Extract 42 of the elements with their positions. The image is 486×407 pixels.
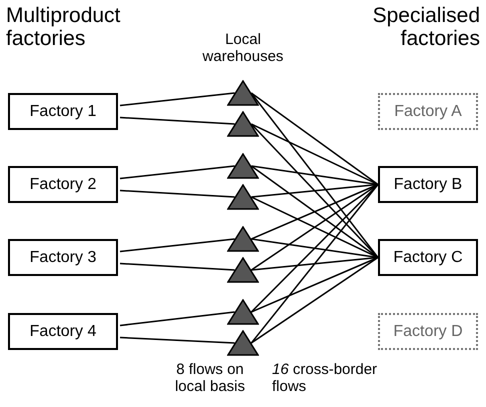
connector-line — [251, 184, 378, 240]
connector-line — [251, 123, 378, 186]
warehouse-triangle — [227, 330, 259, 356]
warehouse-triangle — [227, 153, 259, 179]
warehouse-triangle — [227, 299, 259, 325]
factory-box: Factory C — [378, 239, 478, 276]
warehouse-triangle — [227, 80, 259, 106]
factory-box: Factory B — [378, 166, 478, 203]
connector-line — [120, 116, 235, 125]
factory-box: Factory 3 — [8, 239, 118, 276]
warehouse-triangle — [227, 257, 259, 283]
connector-line — [120, 92, 235, 106]
connector-line — [251, 184, 378, 198]
connector-line — [250, 92, 378, 186]
factory-box: Factory A — [378, 93, 478, 130]
connector-line — [120, 262, 235, 271]
factory-box: Factory D — [378, 313, 478, 350]
connector-line — [250, 184, 379, 344]
connector-line — [120, 336, 235, 344]
connector-line — [120, 190, 235, 198]
warehouse-triangle — [227, 111, 259, 137]
connector-line — [251, 256, 378, 313]
connector-line — [251, 165, 378, 186]
flow-note: 8 flows on local basis — [174, 362, 246, 395]
heading: Specialised factories — [372, 4, 480, 50]
warehouse-triangle — [227, 184, 259, 210]
heading: Multiproduct factories — [6, 4, 122, 50]
connector-line — [250, 256, 378, 344]
connector-line — [250, 184, 379, 313]
factory-box: Factory 1 — [8, 93, 118, 130]
flow-note: 16 cross-border flows — [272, 362, 378, 395]
heading: Local warehouses — [202, 32, 284, 65]
connector-line — [251, 238, 378, 258]
connector-line — [250, 92, 379, 258]
factory-box: Factory 2 — [8, 166, 118, 203]
factory-box: Factory 4 — [8, 313, 118, 350]
connector-line — [120, 238, 235, 252]
connector-line — [251, 196, 378, 258]
connector-line — [251, 256, 378, 271]
connector-line — [120, 165, 235, 180]
warehouse-triangle — [227, 226, 259, 252]
connector-line — [120, 311, 235, 326]
